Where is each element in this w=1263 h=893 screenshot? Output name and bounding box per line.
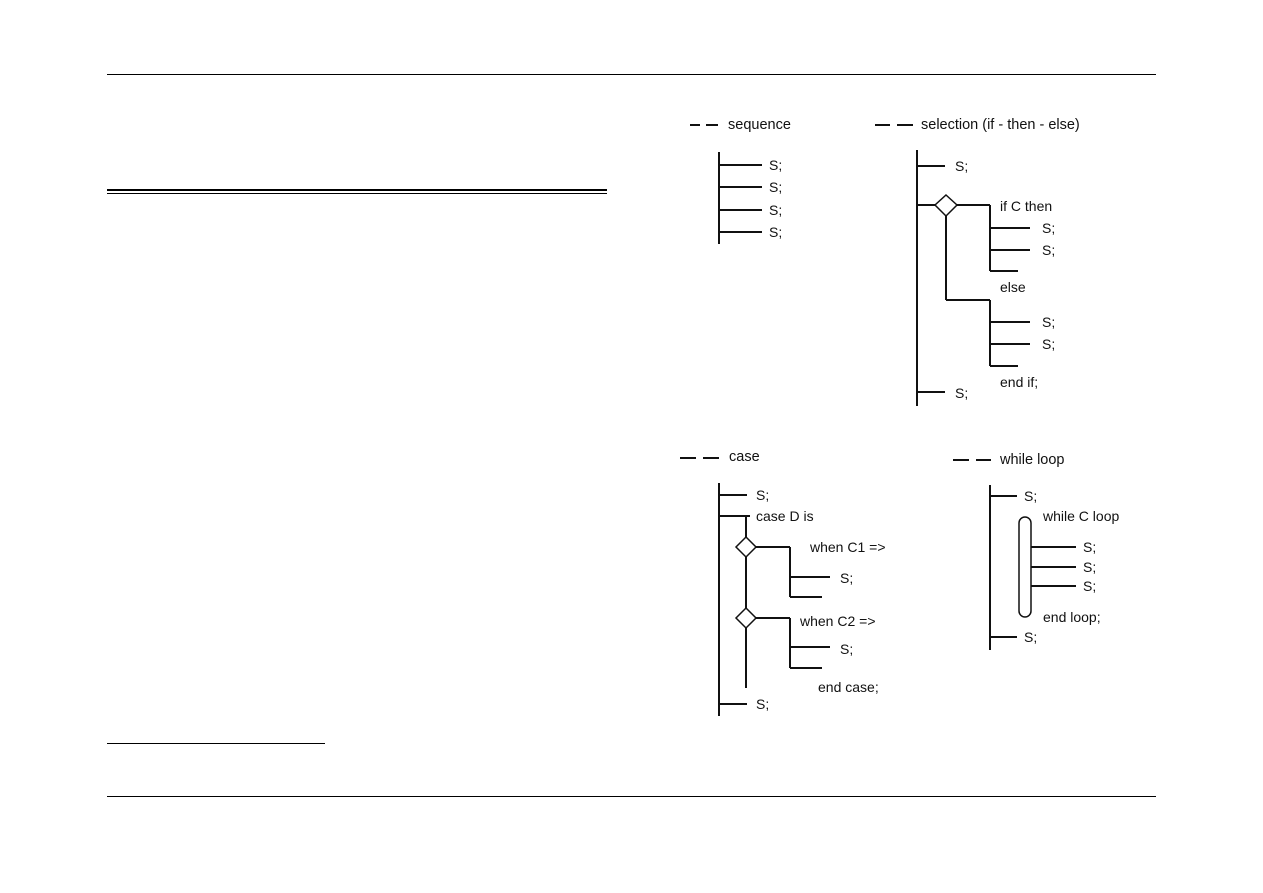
- while-stmt-before: S;: [1024, 488, 1037, 504]
- selection-else-label: else: [1000, 279, 1026, 295]
- while-body-statement: S;: [1083, 539, 1096, 555]
- while-stmt-after: S;: [1024, 629, 1037, 645]
- case-stmt-before: S;: [756, 487, 769, 503]
- while-body-statement: S;: [1083, 578, 1096, 594]
- sequence-diagram: sequence S; S; S; S;: [690, 117, 791, 244]
- sequence-statement: S;: [769, 179, 782, 195]
- case-when1-label: when C1 =>: [809, 539, 886, 555]
- selection-then-statement: S;: [1042, 220, 1055, 236]
- page-top-rule: [107, 74, 1156, 75]
- while-loop-diagram: while loop S; while C loop S; S; S; end …: [953, 452, 1119, 650]
- heading-double-rule-upper: [107, 189, 607, 191]
- case-when2-label: when C2 =>: [799, 613, 876, 629]
- while-loop-iteration-bar: [1018, 516, 1032, 618]
- selection-if-label: if C then: [1000, 198, 1052, 214]
- while-body-statement: S;: [1083, 559, 1096, 575]
- heading-double-rule-lower: [107, 193, 607, 194]
- selection-title: selection (if - then - else): [921, 117, 1080, 133]
- sequence-title: sequence: [728, 117, 791, 133]
- case-stmt-after: S;: [756, 696, 769, 712]
- case-choice-diamond-2: [734, 606, 758, 630]
- case-end-label: end case;: [818, 679, 879, 695]
- selection-decision-diamond: [933, 193, 959, 218]
- case-when2-statement: S;: [840, 641, 853, 657]
- selection-then-statement: S;: [1042, 242, 1055, 258]
- selection-else-statement: S;: [1042, 336, 1055, 352]
- while-end-label: end loop;: [1043, 609, 1101, 625]
- selection-else-statement: S;: [1042, 314, 1055, 330]
- while-loop-label: while C loop: [1042, 508, 1119, 524]
- sequence-statement: S;: [769, 224, 782, 240]
- case-title: case: [729, 449, 760, 465]
- case-when1-statement: S;: [840, 570, 853, 586]
- case-diagram: case S; case D is when C1 => S; when C2 …: [680, 449, 886, 716]
- case-header-label: case D is: [756, 508, 814, 524]
- selection-stmt-before: S;: [955, 158, 968, 174]
- selection-stmt-after: S;: [955, 385, 968, 401]
- case-choice-diamond-1: [734, 535, 758, 559]
- footnote-separator-rule: [107, 743, 325, 744]
- selection-end-label: end if;: [1000, 374, 1038, 390]
- while-title: while loop: [999, 452, 1065, 468]
- sequence-statement: S;: [769, 157, 782, 173]
- selection-diagram: selection (if - then - else) S; if C the…: [875, 117, 1080, 406]
- page-bottom-rule: [107, 796, 1156, 797]
- sequence-statement: S;: [769, 202, 782, 218]
